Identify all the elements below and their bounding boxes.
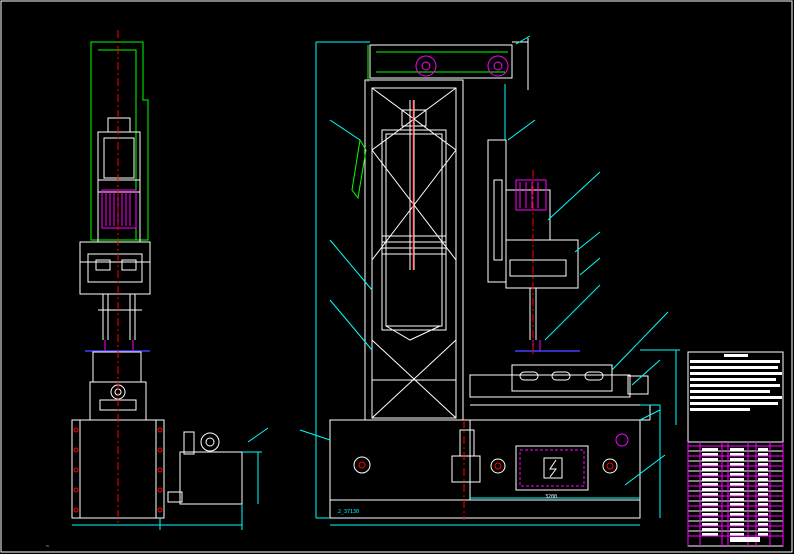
title-cell-text <box>702 478 718 481</box>
note-line <box>690 372 782 375</box>
note-line <box>690 366 778 369</box>
title-cell-text <box>758 528 768 531</box>
title-cell-text <box>758 473 768 476</box>
title-cell-text <box>758 468 768 471</box>
electrical-panel <box>515 445 589 491</box>
title-cell-text <box>702 503 718 506</box>
title-cell-text <box>730 473 744 476</box>
title-cell-text <box>730 483 744 486</box>
base-left-label: 2_37130 <box>338 509 360 515</box>
title-cell-text <box>702 483 718 486</box>
belt-guard <box>376 51 508 73</box>
title-cell-text <box>758 518 768 521</box>
title-cell-text <box>702 458 718 461</box>
title-cell-text <box>702 488 718 491</box>
title-cell-text <box>702 463 718 466</box>
title-cell-text <box>758 523 768 526</box>
title-cell-text <box>730 503 744 506</box>
note-line <box>690 378 776 381</box>
motor-coil <box>101 189 137 229</box>
title-cell-text <box>730 498 744 501</box>
title-cell-text <box>702 533 718 536</box>
note-line <box>724 354 748 357</box>
title-cell-text <box>730 458 744 461</box>
title-cell-text <box>758 493 768 496</box>
note-line <box>690 396 782 399</box>
title-cell-text <box>730 453 744 456</box>
title-cell-text <box>730 448 744 451</box>
title-cell-text <box>758 488 768 491</box>
note-line <box>690 402 778 405</box>
title-block <box>687 351 784 547</box>
drawing-number <box>730 537 760 542</box>
title-cell-text <box>758 453 768 456</box>
title-cell-text <box>702 523 718 526</box>
title-cell-text <box>758 513 768 516</box>
title-cell-text <box>730 518 744 521</box>
note-line <box>690 408 750 411</box>
side-view <box>71 30 269 530</box>
title-cell-text <box>758 498 768 501</box>
title-cell-text <box>730 523 744 526</box>
title-cell-text <box>702 498 718 501</box>
title-cell-text <box>730 528 744 531</box>
title-cell-text <box>730 463 744 466</box>
spindle-motor-coil <box>515 179 547 211</box>
title-cell-text <box>730 508 744 511</box>
title-cell-text <box>730 478 744 481</box>
front-view <box>299 35 680 526</box>
title-cell-text <box>702 453 718 456</box>
title-cell-text <box>730 493 744 496</box>
title-cell-text <box>702 473 718 476</box>
title-cell-text <box>702 518 718 521</box>
side-guard <box>90 41 149 241</box>
title-cell-text <box>702 513 718 516</box>
title-cell-text <box>758 463 768 466</box>
note-line <box>690 360 780 363</box>
title-cell-text <box>730 468 744 471</box>
title-cell-text <box>702 493 718 496</box>
title-cell-text <box>758 458 768 461</box>
side-bottom-label: ~ <box>46 544 50 550</box>
title-cell-text <box>730 533 744 536</box>
title-cell-text <box>730 513 744 516</box>
title-cell-text <box>758 503 768 506</box>
note-line <box>690 390 770 393</box>
base-length-label: 3200 <box>545 494 558 500</box>
title-cell-text <box>702 528 718 531</box>
title-cell-text <box>702 448 718 451</box>
title-cell-text <box>702 508 718 511</box>
title-cell-text <box>758 448 768 451</box>
title-cell-text <box>758 483 768 486</box>
title-cell-text <box>758 533 768 536</box>
title-cell-text <box>730 488 744 491</box>
title-cell-text <box>758 478 768 481</box>
note-line <box>690 384 780 387</box>
title-cell-text <box>702 468 718 471</box>
title-cell-text <box>758 508 768 511</box>
